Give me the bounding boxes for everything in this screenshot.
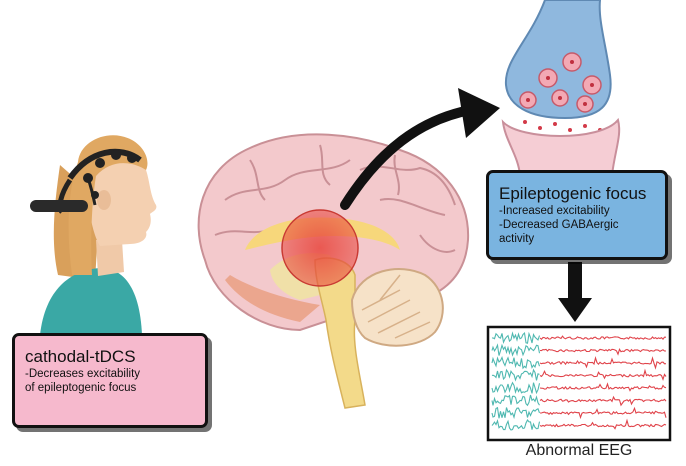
eeg-trace-segment-teal: [491, 368, 540, 382]
person-with-tdcs-headset: [30, 135, 157, 335]
curved-arrow-to-synapse: [340, 88, 500, 210]
eeg-trace-segment-red: [539, 382, 667, 392]
tdcs-line-1: -Decreases excitability: [25, 368, 141, 380]
abnormal-eeg-panel: [486, 325, 672, 442]
eeg-trace-segment-red: [539, 368, 667, 381]
eeg-trace-segment-red: [539, 347, 666, 356]
brain-illustration: [197, 133, 470, 409]
eeg-trace-segment-red: [539, 356, 667, 370]
eeg-trace-segment-red: [539, 395, 667, 407]
cathodal-tdcs-label-box: cathodal-tDCS -Decreases excitability of…: [12, 333, 208, 428]
eeg-trace-segment-teal: [491, 394, 540, 407]
eeg-traces: [491, 331, 667, 431]
epileptogenic-focus-highlight: [281, 209, 359, 287]
down-arrow-to-eeg: [558, 262, 592, 322]
focus-line-3: activity: [499, 233, 535, 245]
eeg-caption: Abnormal EEG: [525, 442, 633, 459]
eeg-trace-segment-teal: [491, 343, 541, 357]
tdcs-line-2: of epileptogenic focus: [25, 382, 137, 394]
focus-line-1: -Increased excitability: [499, 205, 610, 217]
eeg-trace-segment-teal: [491, 406, 541, 420]
tdcs-title: cathodal-tDCS: [25, 347, 136, 366]
focus-line-2: -Decreased GABAergic: [499, 219, 619, 231]
synapse-illustration: [501, 0, 621, 176]
eeg-trace-segment-teal: [491, 381, 541, 395]
eeg-trace-segment-red: [539, 335, 666, 341]
eeg-trace-segment-red: [539, 418, 667, 430]
eeg-trace-segment-teal: [491, 331, 541, 345]
focus-title: Epileptogenic focus: [499, 184, 647, 203]
epileptogenic-focus-label-box: Epileptogenic focus -Increased excitabil…: [486, 170, 668, 260]
eeg-trace-segment-red: [540, 406, 667, 420]
eeg-trace-segment-teal: [491, 355, 541, 370]
eeg-trace-segment-teal: [491, 418, 541, 431]
